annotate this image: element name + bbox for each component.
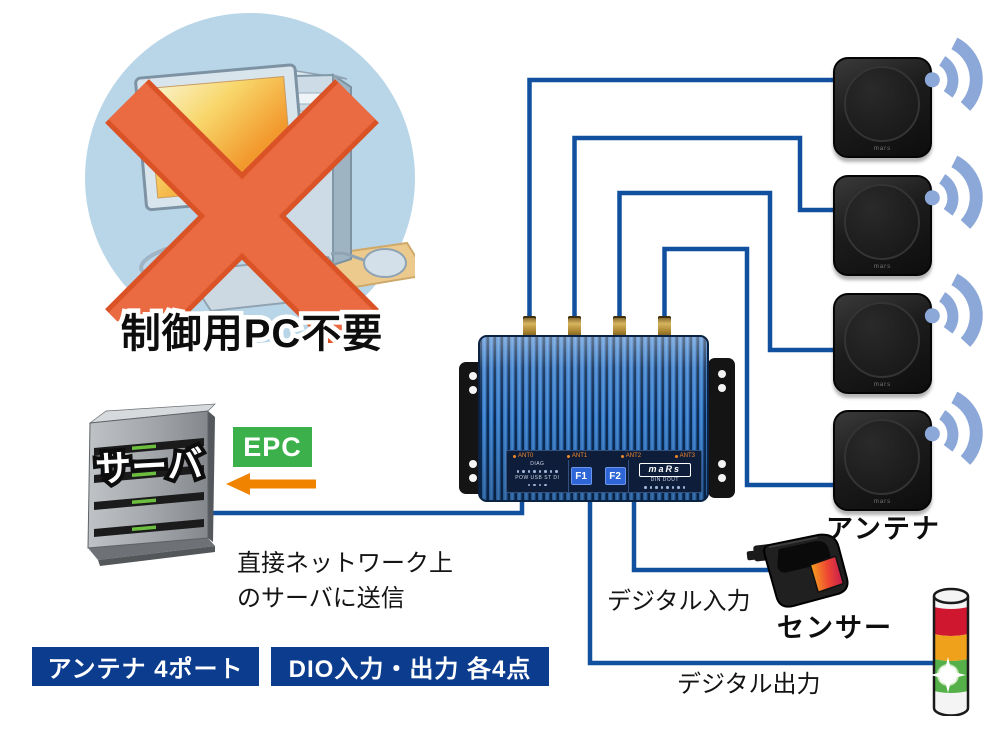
sensor-device xyxy=(746,533,849,608)
network-note-line2: のサーバに送信 xyxy=(237,585,405,612)
radio-wave-icon-3 xyxy=(924,273,983,347)
sensor-lens xyxy=(809,555,845,594)
mars-logo: maRs xyxy=(638,463,691,477)
reader-port-row: ANT0 ANT1 ANT2 ANT3 xyxy=(507,451,701,460)
reader-led-block: DIAG POW USB ST DI xyxy=(507,460,569,492)
antenna-brand-text: mars xyxy=(873,146,892,152)
cable-digital-input xyxy=(631,478,770,573)
network-note-line1: 直接ネットワーク上 xyxy=(237,550,453,577)
cable-antenna-3 xyxy=(617,190,840,353)
reader-body: ANT0 ANT1 ANT2 ANT3 DIAG POW USB ST DI F… xyxy=(478,335,709,502)
antenna-connector-1 xyxy=(523,316,536,338)
reader-front-panel: ANT0 ANT1 ANT2 ANT3 DIAG POW USB ST DI F… xyxy=(506,450,702,493)
reader-brand-block: maRs DIN DOUT xyxy=(627,460,701,492)
antenna-unit-2: mars xyxy=(833,175,932,276)
antenna-brand-text: mars xyxy=(873,382,892,388)
f2-button: F2 xyxy=(604,467,626,485)
cable-antenna-4 xyxy=(662,246,840,488)
antenna-unit-1: mars xyxy=(833,57,932,158)
radio-wave-icon-1 xyxy=(924,37,983,111)
mount-bracket-right xyxy=(708,358,735,498)
antenna-unit-3: mars xyxy=(833,293,932,394)
no-pc-caption-outline: 制御用PC不要 xyxy=(116,308,387,361)
port-label-ant1: ANT1 xyxy=(566,453,587,460)
cable-antenna-1 xyxy=(527,77,840,332)
radio-wave-icon-4 xyxy=(924,391,983,465)
epc-badge: EPC xyxy=(233,427,312,467)
radio-wave-icon-2 xyxy=(924,155,983,229)
left-arrow-icon xyxy=(226,473,316,495)
antenna-connector-4 xyxy=(658,316,671,338)
server-label: サーバ サーバ xyxy=(81,435,218,494)
no-pc-caption: 制御用PC不要 制御用PC不要 xyxy=(92,301,412,361)
epc-badge-text: EPC xyxy=(243,431,302,462)
port-label-ant2: ANT2 xyxy=(620,453,641,460)
feature-badge-dio: DIO入力・出力 各4点 xyxy=(271,647,549,686)
no-pc-illustration xyxy=(85,13,415,343)
tower-amber-segment xyxy=(934,634,968,661)
led-block-labels: POW USB ST DI xyxy=(515,474,560,481)
server-label-text: サーバ xyxy=(94,443,204,490)
port-label-ant3: ANT3 xyxy=(674,453,695,460)
sensor-label: センサー xyxy=(777,613,893,643)
antenna-connector-2 xyxy=(568,316,581,338)
antenna-connector-3 xyxy=(613,316,626,338)
server-led-strips xyxy=(132,444,156,531)
no-pc-caption-text: 制御用PC不要 xyxy=(120,312,384,356)
feature-badge-antenna-ports: アンテナ 4ポート xyxy=(32,647,259,686)
network-note: 直接ネットワーク上 のサーバに送信 xyxy=(237,546,453,616)
dio-block-labels: DIN DOUT xyxy=(650,477,679,483)
cable-antenna-2 xyxy=(572,135,840,332)
antenna-unit-4: mars xyxy=(833,410,932,511)
port-label-ant0: ANT0 xyxy=(513,453,533,460)
f1-button: F1 xyxy=(570,467,592,485)
digital-input-label: デジタル入力 xyxy=(607,588,751,615)
mouse xyxy=(330,248,407,278)
tower-red-segment xyxy=(934,607,968,636)
signal-tower xyxy=(930,587,970,716)
glow-starburst-icon xyxy=(930,657,966,693)
antenna-brand-text: mars xyxy=(873,264,892,270)
digital-output-label: デジタル出力 xyxy=(677,671,821,698)
rfid-reader: ANT0 ANT1 ANT2 ANT3 DIAG POW USB ST DI F… xyxy=(455,312,740,504)
server-tower xyxy=(87,403,216,566)
x-mark-icon xyxy=(105,79,379,343)
cable-digital-output xyxy=(587,478,945,666)
antenna-brand-text: mars xyxy=(873,499,892,505)
antenna-group-label: アンテナ xyxy=(826,514,941,544)
led-block-title: DIAG xyxy=(530,461,545,467)
